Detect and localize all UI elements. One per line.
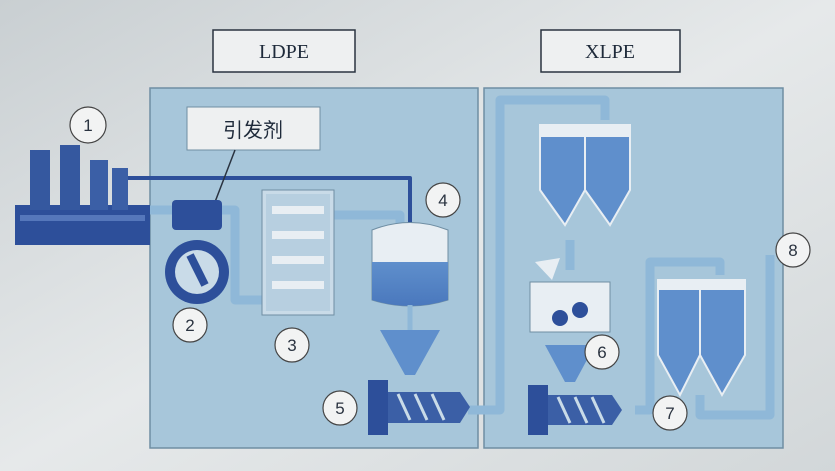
separator-tank [371,222,449,375]
svg-text:4: 4 [438,191,447,210]
step-2-marker: 2 [172,307,208,343]
step-6-marker: 6 [584,334,620,370]
step-1-marker: 1 [69,106,107,144]
xlpe-silos [539,124,631,227]
svg-text:2: 2 [185,316,194,335]
initiator-box: 引发剂 [186,106,321,216]
mixer [529,258,611,382]
step-8-marker: 8 [775,232,811,268]
svg-text:1: 1 [83,116,92,135]
step-4-marker: 4 [425,182,461,218]
xlpe-label: XLPE [585,41,635,63]
storage-silos [657,279,746,398]
svg-text:3: 3 [287,336,296,355]
ldpe-extruder [368,380,470,435]
svg-text:6: 6 [597,343,606,362]
step-5-marker: 5 [322,390,358,426]
feed-compressor [15,145,150,245]
step-7-marker: 7 [652,395,688,431]
step-markers: 1 2 3 4 5 6 7 8 [69,106,811,431]
xlpe-title-box: XLPE [540,29,681,73]
reactor [261,189,335,316]
svg-text:5: 5 [335,399,344,418]
initiator-label: 引发剂 [223,119,283,142]
xlpe-extruder [528,385,622,435]
svg-text:8: 8 [788,241,797,260]
ldpe-title-box: LDPE [212,29,356,73]
high-pressure-pump [165,200,229,304]
step-3-marker: 3 [274,327,310,363]
svg-text:7: 7 [665,404,674,423]
ldpe-label: LDPE [259,41,309,63]
